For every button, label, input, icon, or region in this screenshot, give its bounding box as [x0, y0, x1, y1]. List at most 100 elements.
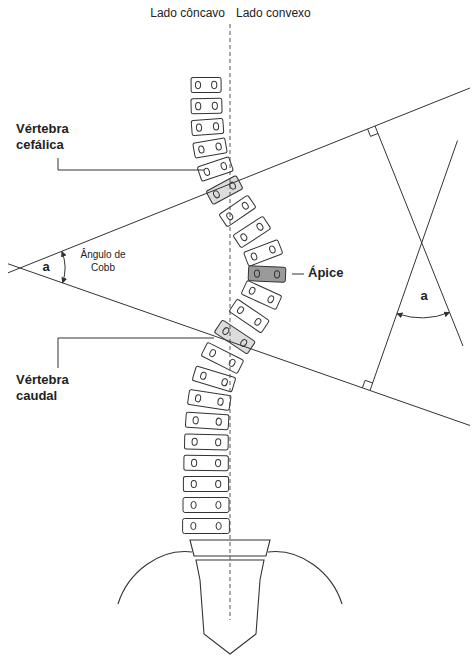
right-angle-mark [368, 129, 378, 136]
vertebra [193, 138, 227, 158]
vertebral-body [191, 77, 221, 92]
angle-arc [62, 251, 65, 283]
pedicle [203, 168, 210, 176]
leader-line [292, 274, 304, 275]
vertebra [191, 98, 222, 114]
pedicle [191, 480, 196, 487]
perpendicular-line [370, 141, 458, 391]
vertebra [187, 389, 231, 410]
pedicle [216, 522, 221, 529]
leader-line [58, 158, 204, 170]
vertebra [192, 366, 236, 392]
pedicle [241, 201, 249, 210]
vertebral-body [248, 266, 286, 283]
midline [230, 24, 231, 620]
spine [183, 77, 286, 533]
vertebra-label: Vértebra cefálica [16, 121, 102, 153]
pedicle [256, 222, 264, 231]
pedicle [195, 394, 201, 402]
angle-symbol: a [417, 288, 431, 303]
vertebral-body [191, 118, 224, 135]
vertebral-body [219, 195, 256, 227]
pedicle [217, 398, 223, 406]
vertebra [184, 434, 228, 450]
vertebra [197, 157, 233, 182]
pedicle [254, 270, 260, 277]
vertebra [183, 498, 229, 513]
pedicle [250, 252, 257, 261]
pedicle [215, 439, 220, 446]
vertebral-body [191, 98, 222, 114]
perpendicular-line [375, 126, 463, 346]
vertebra [185, 412, 229, 430]
pedicle [196, 124, 202, 132]
pedicle [191, 501, 196, 508]
pedicle [212, 102, 217, 109]
angle-arc [397, 312, 450, 317]
vertebra [244, 239, 283, 266]
pedicle [228, 359, 236, 368]
vertebral-body [206, 175, 243, 204]
pedicle [220, 162, 227, 170]
leader-line [58, 338, 214, 368]
pedicle [254, 317, 262, 326]
vertebral-body [187, 389, 231, 410]
pedicle [200, 372, 207, 380]
side-label: Lado côncavo [115, 6, 225, 21]
vertebral-body [183, 476, 228, 491]
vertebra [183, 519, 230, 534]
apex-label: Ápice [308, 265, 378, 281]
pedicle [193, 417, 199, 425]
vertebra [248, 266, 286, 283]
pedicle [191, 459, 196, 466]
pedicle [212, 190, 220, 199]
pedicle [240, 233, 248, 242]
pedicle [222, 327, 230, 336]
pedicle [215, 143, 221, 151]
pedicle [195, 103, 200, 110]
vertebra [183, 476, 228, 491]
pedicle [221, 378, 228, 386]
vertebra [233, 216, 271, 248]
vertebra [219, 195, 256, 227]
angle-label: Ângulo de Cobb [80, 248, 126, 274]
vertebral-body [184, 455, 229, 470]
pedicle [269, 245, 276, 254]
vertebra-label: Vértebra caudal [16, 372, 102, 404]
pedicle [198, 146, 204, 154]
vertebral-body [192, 366, 236, 392]
pedicle [267, 295, 275, 304]
vertebral-body [185, 412, 229, 430]
pedicle [216, 418, 222, 426]
right-angle-mark [362, 380, 372, 388]
pedicle [192, 438, 197, 445]
vertebra [191, 118, 224, 135]
vertebra [206, 175, 243, 204]
pedicle [212, 81, 217, 88]
iliac-wing [118, 552, 192, 604]
vertebral-body [197, 157, 233, 182]
pedicle [195, 81, 200, 88]
vertebral-body [244, 239, 283, 266]
cephalic-endplate-line [8, 88, 470, 273]
pedicle [248, 286, 256, 295]
pedicle [216, 480, 221, 487]
pedicle [209, 349, 217, 358]
vertebral-body [184, 434, 228, 450]
side-label: Lado convexo [236, 6, 356, 21]
vertebral-body [233, 216, 271, 248]
pedicle [215, 459, 220, 466]
pedicle [274, 271, 280, 278]
pedicle [236, 306, 244, 315]
angle-symbol: a [40, 259, 52, 274]
caudal-endplate-line [8, 264, 470, 426]
vertebral-body [183, 519, 230, 534]
iliac-wing [268, 552, 342, 604]
pedicle [191, 522, 196, 529]
vertebra [184, 455, 229, 470]
vertebra [191, 77, 221, 92]
pedicle [213, 123, 219, 131]
vertebral-body [193, 138, 227, 158]
vertebral-body [183, 498, 229, 513]
